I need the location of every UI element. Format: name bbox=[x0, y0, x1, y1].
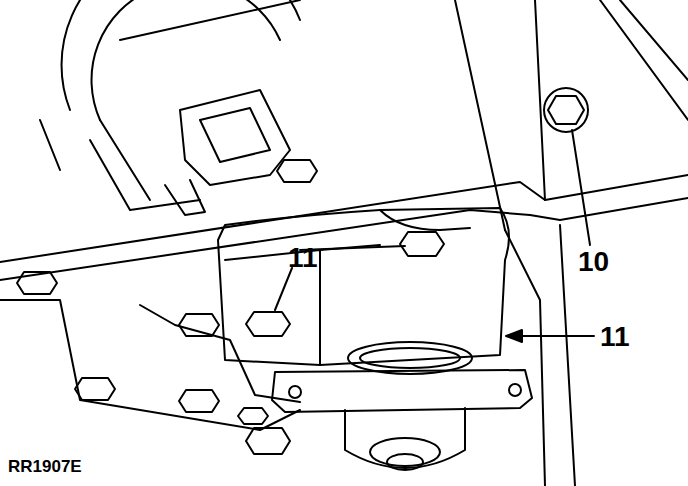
callout-number: 10 bbox=[578, 248, 609, 276]
sensor-body bbox=[180, 90, 290, 185]
boss bbox=[345, 408, 465, 468]
bolts bbox=[17, 88, 588, 454]
callout-number: 11 bbox=[288, 244, 318, 272]
chassis-member bbox=[455, 0, 688, 486]
housing-ring bbox=[92, 0, 280, 120]
lower-plate bbox=[0, 300, 300, 430]
rubber-mount-inner bbox=[360, 348, 460, 368]
clip bbox=[165, 180, 205, 215]
leader-line bbox=[572, 130, 590, 245]
callout-number: 11 bbox=[600, 323, 630, 351]
housing-edge bbox=[40, 0, 300, 170]
mount-block bbox=[218, 208, 509, 365]
base-hole bbox=[509, 384, 521, 396]
boss-stud bbox=[387, 454, 423, 470]
rubber-mount bbox=[348, 342, 472, 374]
sensor-face bbox=[200, 108, 270, 162]
figure-code: RR1907E bbox=[8, 458, 82, 475]
base-hole bbox=[289, 386, 301, 398]
base-plate bbox=[272, 370, 532, 412]
chassis-edge bbox=[505, 230, 545, 486]
bracket-lines bbox=[90, 120, 200, 210]
boss-face bbox=[370, 438, 440, 466]
leader-arrow bbox=[512, 335, 594, 337]
arrowhead bbox=[506, 330, 522, 342]
mount-block-detail bbox=[225, 210, 470, 365]
